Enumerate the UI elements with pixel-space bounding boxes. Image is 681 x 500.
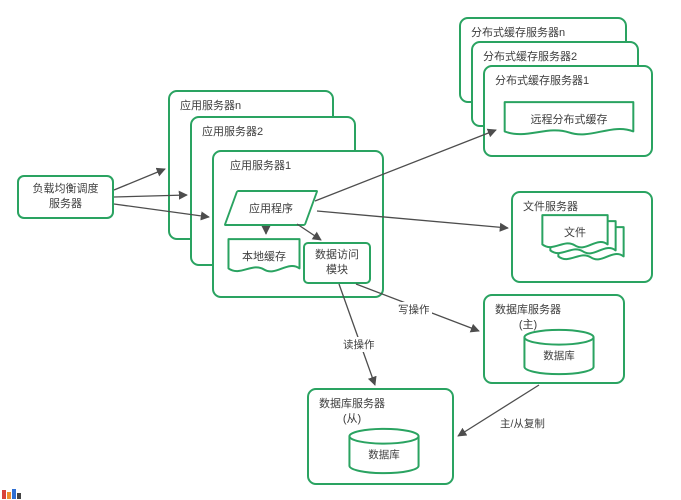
application-node: 应用程序 bbox=[223, 190, 319, 226]
document-shape bbox=[502, 100, 636, 144]
db-master-label: 数据库 bbox=[543, 350, 575, 362]
database-cylinder-shape bbox=[523, 328, 595, 376]
files-node: 文件 bbox=[541, 213, 627, 275]
app-server-n-label: 应用服务器n bbox=[180, 100, 242, 112]
db-master-node: 数据库 bbox=[523, 328, 595, 376]
local-cache-label: 本地缓存 bbox=[242, 250, 286, 263]
data-access-module-label-line2: 模块 bbox=[326, 264, 348, 276]
local-cache-node: 本地缓存 bbox=[227, 237, 301, 281]
db-server-slave-label-line2: (从) bbox=[342, 413, 362, 426]
load-balancer-label-line1: 负载均衡调度 bbox=[32, 183, 99, 196]
database-cylinder-shape bbox=[348, 427, 420, 475]
db-server-master-label-line1: 数据库服务器 bbox=[495, 304, 561, 316]
app-server-1-label: 应用服务器1 bbox=[230, 160, 292, 172]
file-sheet-front: 文件 bbox=[541, 213, 609, 257]
read-operation-label: 读操作 bbox=[341, 337, 377, 352]
cache-server-1-label: 分布式缓存服务器1 bbox=[495, 75, 590, 87]
document-shape bbox=[227, 237, 301, 281]
application-label: 应用程序 bbox=[249, 203, 293, 215]
edge-read-to-slave bbox=[338, 283, 377, 386]
db-server-master-label: 数据库服务器 (主) bbox=[495, 303, 561, 334]
data-access-module-node: 数据访问 模块 bbox=[303, 242, 371, 284]
watermark-logo bbox=[2, 489, 21, 499]
db-server-slave-label-line1: 数据库服务器 bbox=[319, 398, 385, 410]
replication-label: 主/从复制 bbox=[498, 416, 547, 431]
write-operation-label: 写操作 bbox=[396, 302, 432, 317]
db-slave-label: 数据库 bbox=[368, 449, 400, 461]
db-slave-node: 数据库 bbox=[348, 427, 420, 475]
load-balancer-label-line2: 服务器 bbox=[49, 198, 82, 210]
db-server-master-label-line2: (主) bbox=[518, 319, 538, 332]
cache-server-n-label: 分布式缓存服务器n bbox=[471, 27, 566, 39]
db-server-slave-label: 数据库服务器 (从) bbox=[319, 397, 385, 428]
data-access-module-label-line1: 数据访问 bbox=[315, 249, 359, 262]
remote-cache-node: 远程分布式缓存 bbox=[502, 100, 636, 144]
app-server-2-label: 应用服务器2 bbox=[202, 126, 264, 138]
file-server-label: 文件服务器 bbox=[523, 201, 578, 213]
remote-cache-label: 远程分布式缓存 bbox=[530, 113, 608, 126]
files-label: 文件 bbox=[564, 226, 586, 239]
load-balancer-node: 负载均衡调度 服务器 bbox=[17, 175, 114, 219]
edge-lb-to-app-n bbox=[113, 167, 166, 191]
cache-server-2-label: 分布式缓存服务器2 bbox=[483, 51, 578, 63]
